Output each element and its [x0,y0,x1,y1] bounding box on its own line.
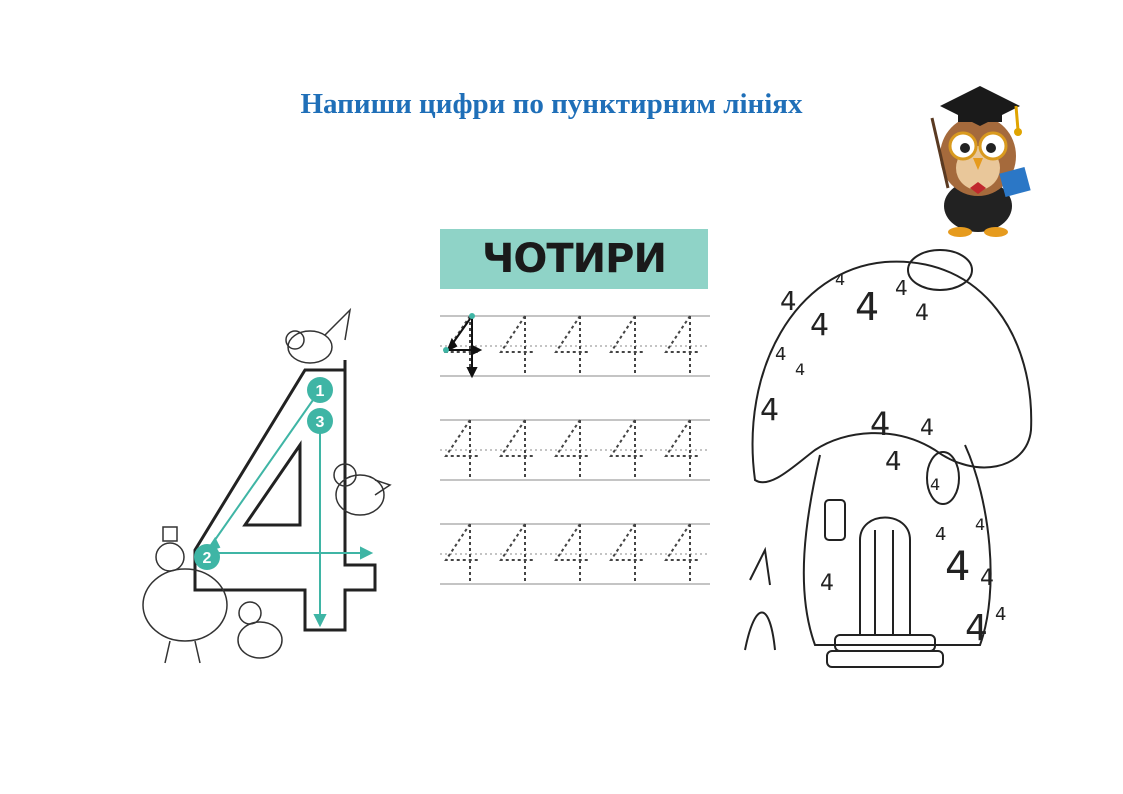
svg-text:4: 4 [945,544,970,590]
svg-text:4: 4 [810,308,829,343]
svg-text:4: 4 [795,360,805,379]
svg-text:4: 4 [895,276,908,300]
owl-teacher-illustration [930,86,1031,237]
svg-text:1: 1 [316,383,325,400]
svg-text:4: 4 [820,571,834,596]
worksheet-title: Напиши цифри по пунктирним лініях [300,88,803,120]
svg-text:4: 4 [760,393,779,428]
svg-text:4: 4 [930,475,940,494]
svg-text:4: 4 [780,287,797,317]
svg-text:2: 2 [203,550,212,567]
svg-text:4: 4 [870,405,890,443]
number-word-banner: ЧОТИРИ [440,229,708,289]
step-1-marker [307,377,333,403]
step-3-marker [307,408,333,434]
svg-text:4: 4 [920,416,934,441]
svg-text:3: 3 [316,414,325,431]
svg-text:4: 4 [885,447,902,477]
tracing-practice-rows [440,313,710,585]
svg-text:4: 4 [855,285,879,329]
svg-text:4: 4 [915,301,929,326]
big-digit-guide: 1 3 2 [142,307,392,664]
svg-text:4: 4 [995,604,1006,625]
svg-text:4: 4 [775,344,786,365]
step-2-marker [194,544,220,570]
number-word-label: ЧОТИРИ [482,236,667,282]
svg-text:4: 4 [965,608,988,649]
svg-text:4: 4 [935,524,946,545]
svg-text:4: 4 [980,566,994,591]
svg-text:4: 4 [975,515,985,534]
svg-text:4: 4 [835,270,845,289]
